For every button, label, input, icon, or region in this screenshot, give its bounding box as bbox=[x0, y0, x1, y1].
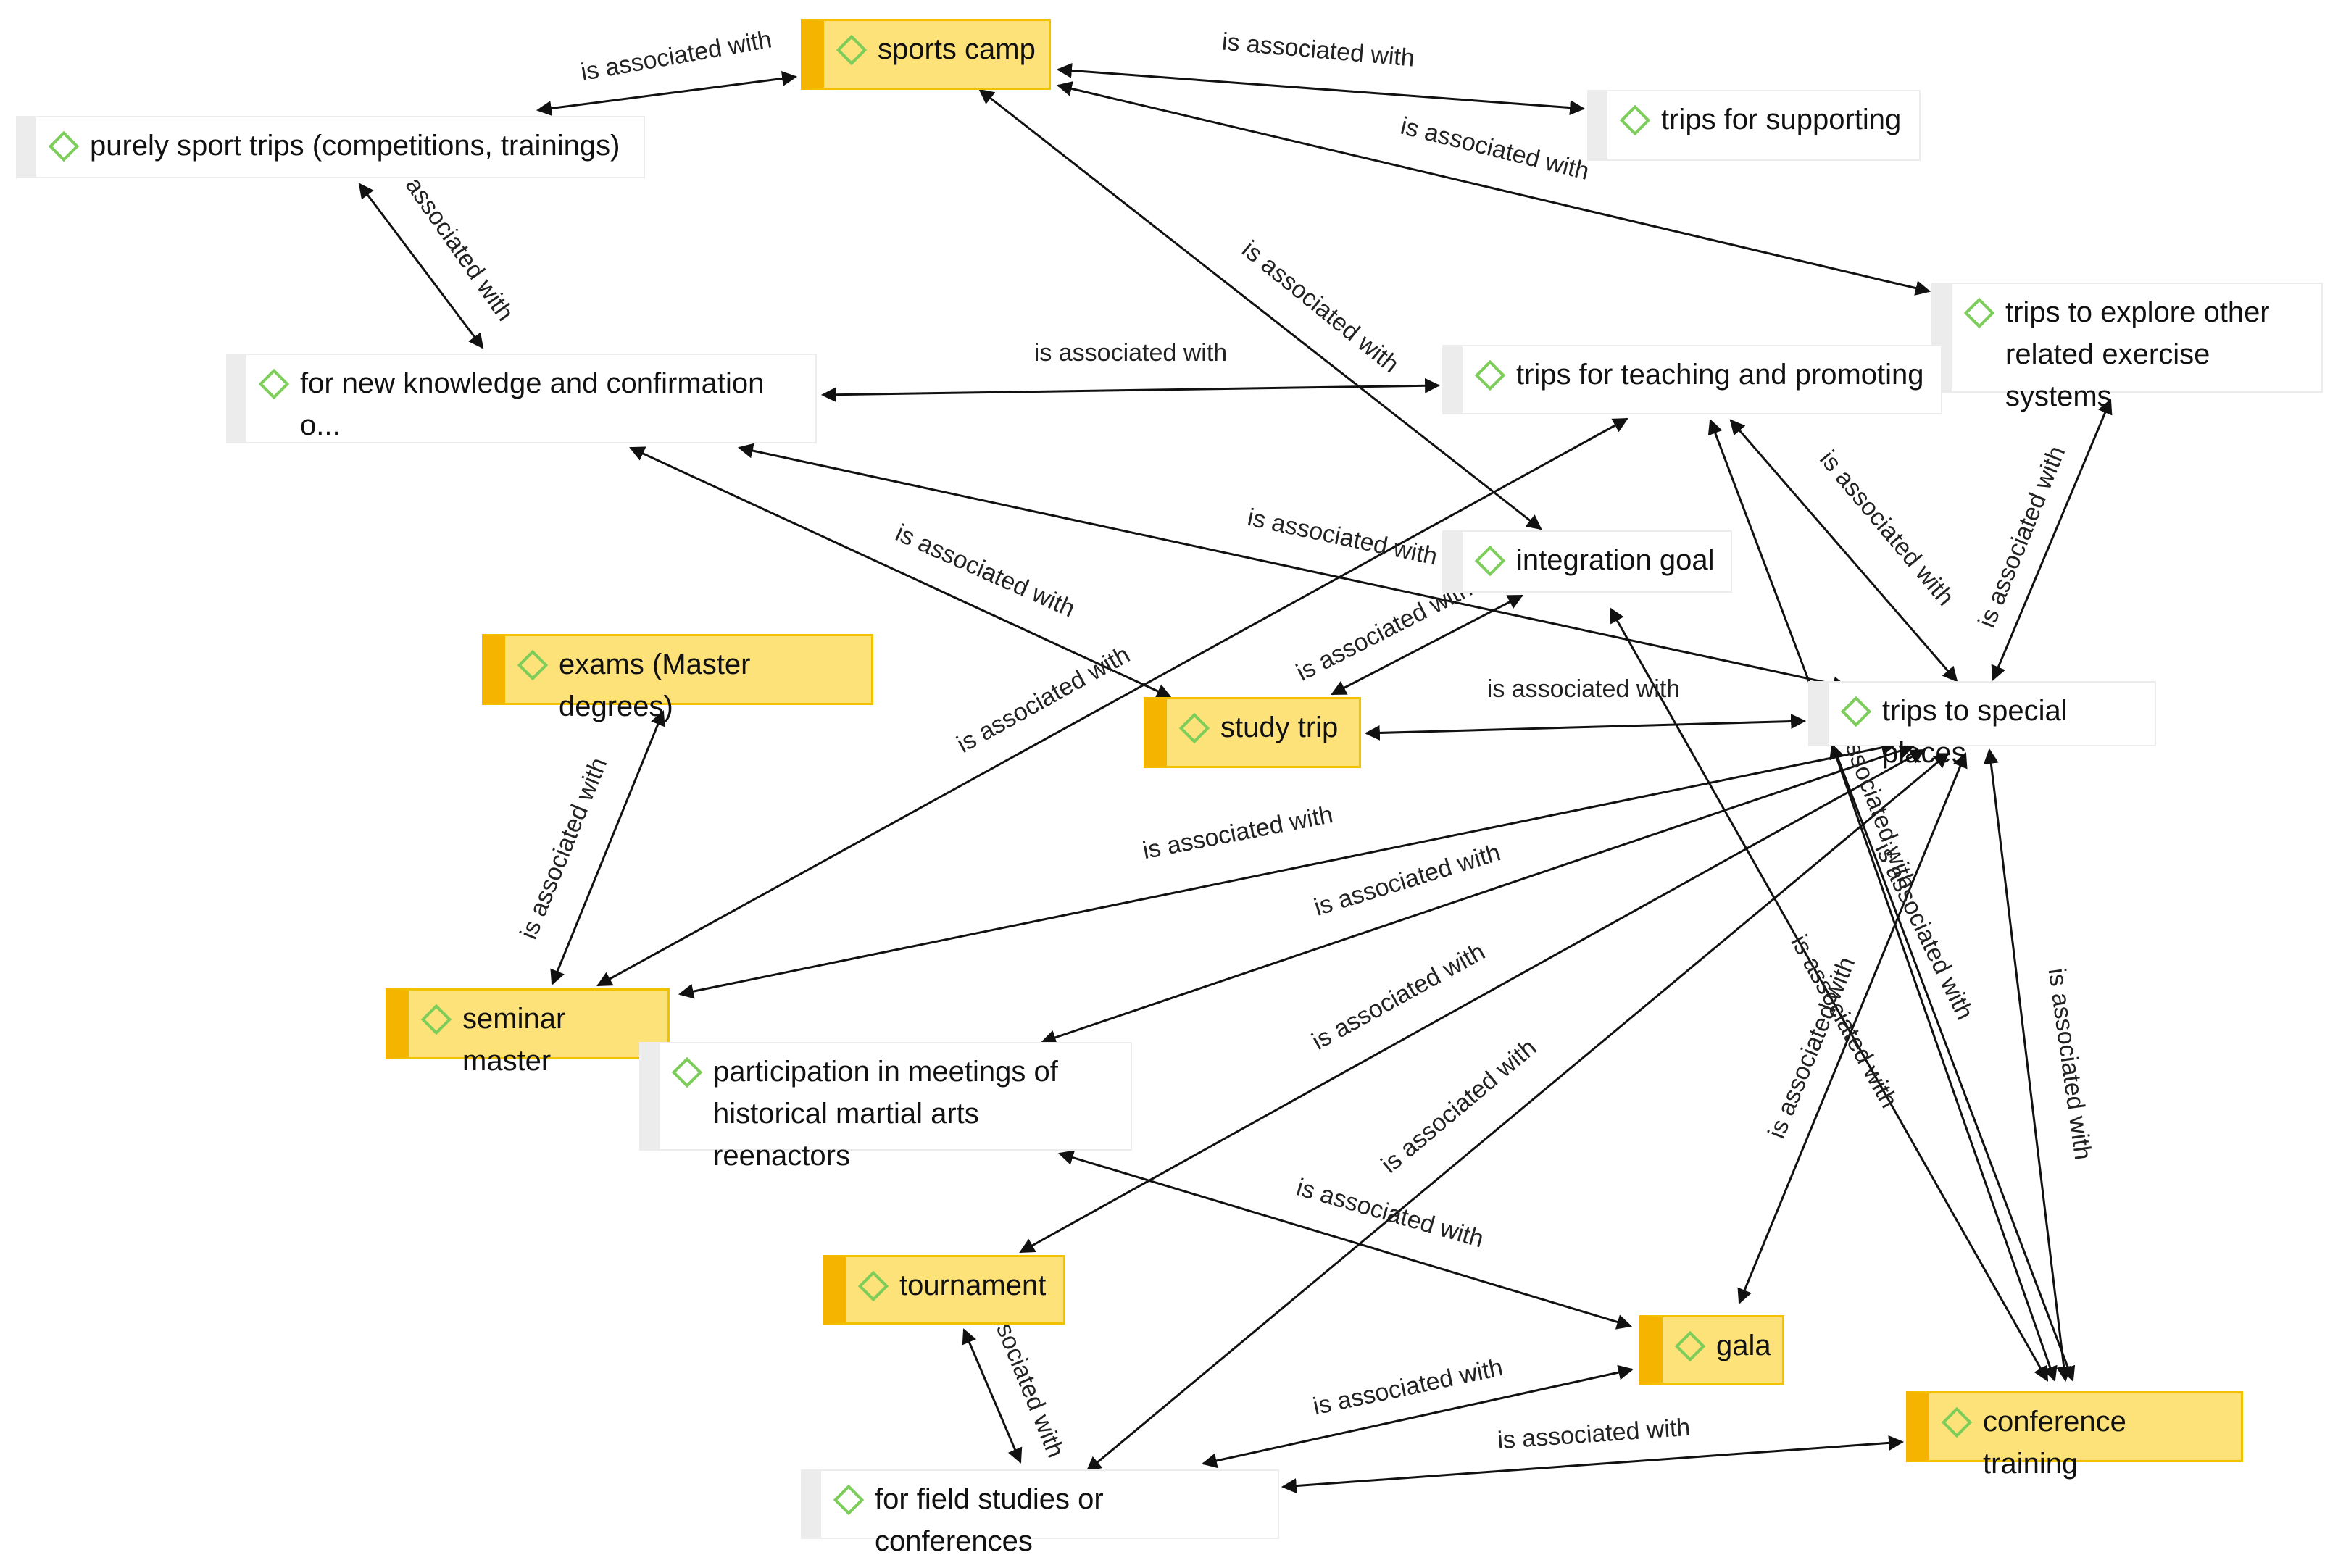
node-label: gala bbox=[1716, 1330, 1771, 1361]
node-label: trips for supporting bbox=[1661, 104, 1902, 135]
edge-line bbox=[1707, 419, 2076, 1382]
edge-line bbox=[1056, 62, 1586, 116]
edge-label: is associated with bbox=[1294, 1173, 1487, 1253]
edge-line bbox=[1331, 594, 1523, 696]
node-label: participation in meetings of historical … bbox=[713, 1056, 1058, 1172]
diamond-icon bbox=[1939, 1405, 1976, 1441]
node-tournament[interactable]: tournament bbox=[823, 1255, 1065, 1325]
edge-line bbox=[1364, 714, 1807, 741]
edge-line bbox=[962, 1328, 1023, 1464]
diamond-icon bbox=[1673, 1329, 1709, 1365]
diamond-icon bbox=[257, 367, 293, 403]
edge-label: is associated with bbox=[1487, 675, 1680, 703]
node-label: conference training bbox=[1983, 1406, 2126, 1480]
edge-line bbox=[1983, 748, 2072, 1383]
edge-label: is associated with bbox=[1398, 112, 1592, 185]
node-label: for field studies or conferences bbox=[875, 1483, 1104, 1557]
edge-line bbox=[550, 710, 665, 985]
node-label: integration goal bbox=[1516, 544, 1715, 576]
diamond-icon bbox=[1962, 296, 1998, 332]
diamond-icon bbox=[1839, 694, 1875, 730]
diamond-icon bbox=[670, 1055, 706, 1091]
edge-line bbox=[358, 183, 484, 349]
diamond-icon bbox=[1473, 543, 1509, 580]
node-new-knowledge[interactable]: for new knowledge and confirmation o... bbox=[226, 354, 817, 443]
diamond-icon bbox=[1177, 711, 1213, 747]
node-label: trips to special places bbox=[1882, 695, 2068, 769]
diamond-icon bbox=[856, 1269, 892, 1305]
diamond-icon bbox=[1473, 358, 1509, 394]
node-integration-goal[interactable]: integration goal bbox=[1442, 530, 1732, 593]
node-label: study trip bbox=[1220, 712, 1339, 743]
node-trips-special[interactable]: trips to special places bbox=[1808, 681, 2156, 769]
node-label: for new knowledge and confirmation o... bbox=[300, 367, 765, 441]
diamond-icon bbox=[1618, 103, 1654, 139]
edge-label: ssociated with bbox=[986, 1308, 1070, 1461]
node-label: purely sport trips (competitions, traini… bbox=[90, 130, 620, 162]
edge-label: is associated with bbox=[1497, 1414, 1691, 1454]
edge-line bbox=[1019, 748, 1926, 1254]
node-label: tournament bbox=[899, 1269, 1047, 1301]
edge-label: is associated with bbox=[1034, 339, 1227, 367]
edge-label: is associated with bbox=[1973, 442, 2071, 631]
node-label: seminar master bbox=[462, 1003, 566, 1077]
node-label: sports camp bbox=[878, 33, 1036, 65]
node-gala[interactable]: gala bbox=[1639, 1315, 1784, 1385]
node-study-trip[interactable]: study trip bbox=[1144, 697, 1361, 768]
node-seminar-master[interactable]: seminar master bbox=[386, 988, 670, 1077]
node-sports-camp[interactable]: sports camp bbox=[801, 19, 1051, 90]
edge-line bbox=[978, 88, 1542, 530]
diamond-icon bbox=[419, 1002, 455, 1038]
edge-label: is associated with bbox=[579, 25, 774, 86]
edge-label: is associated with bbox=[1311, 838, 1504, 921]
edge-label: is associated with bbox=[2043, 967, 2097, 1162]
node-label: trips for teaching and promoting bbox=[1516, 359, 1924, 391]
diamond-icon bbox=[515, 648, 552, 684]
edge-label: is associated with bbox=[515, 754, 612, 943]
diamond-icon bbox=[46, 129, 83, 165]
edge-label: is associated with bbox=[1221, 28, 1416, 72]
edge-line bbox=[820, 378, 1441, 403]
edge-line bbox=[1201, 1364, 1634, 1469]
node-trips-to-explore[interactable]: trips to explore other related exercise … bbox=[1931, 283, 2323, 412]
node-exams[interactable]: exams (Master degrees) bbox=[482, 634, 873, 722]
diamond-icon bbox=[831, 1482, 868, 1519]
node-trips-teaching[interactable]: trips for teaching and promoting bbox=[1442, 345, 1942, 414]
edge-label: is associated with bbox=[1307, 938, 1489, 1055]
node-label: trips to explore other related exercise … bbox=[2005, 296, 2270, 412]
edge-label: is associated with bbox=[1376, 1033, 1542, 1178]
node-purely-sport-trips[interactable]: purely sport trips (competitions, traini… bbox=[16, 116, 645, 178]
edge-line bbox=[1057, 1150, 1633, 1330]
edge-label: is associated with bbox=[1814, 446, 1959, 612]
edge-label: is associated with bbox=[1140, 801, 1335, 864]
edge-line bbox=[678, 740, 1897, 999]
node-label: exams (Master degrees) bbox=[559, 649, 751, 722]
edge-label: is associated with bbox=[1245, 504, 1440, 571]
node-field-studies[interactable]: for field studies or conferences bbox=[801, 1469, 1279, 1557]
node-participation[interactable]: participation in meetings of historical … bbox=[639, 1042, 1132, 1172]
edge-label: is associated with bbox=[891, 519, 1079, 622]
node-conference-training[interactable]: conference training bbox=[1906, 1391, 2243, 1480]
edge-label: is associated with bbox=[1310, 1354, 1505, 1421]
edge-line bbox=[536, 71, 798, 116]
diamond-icon bbox=[834, 33, 870, 69]
node-trips-for-supporting[interactable]: trips for supporting bbox=[1587, 90, 1921, 161]
edge-label: associated with bbox=[400, 172, 519, 326]
edge-line bbox=[1281, 1435, 1905, 1494]
